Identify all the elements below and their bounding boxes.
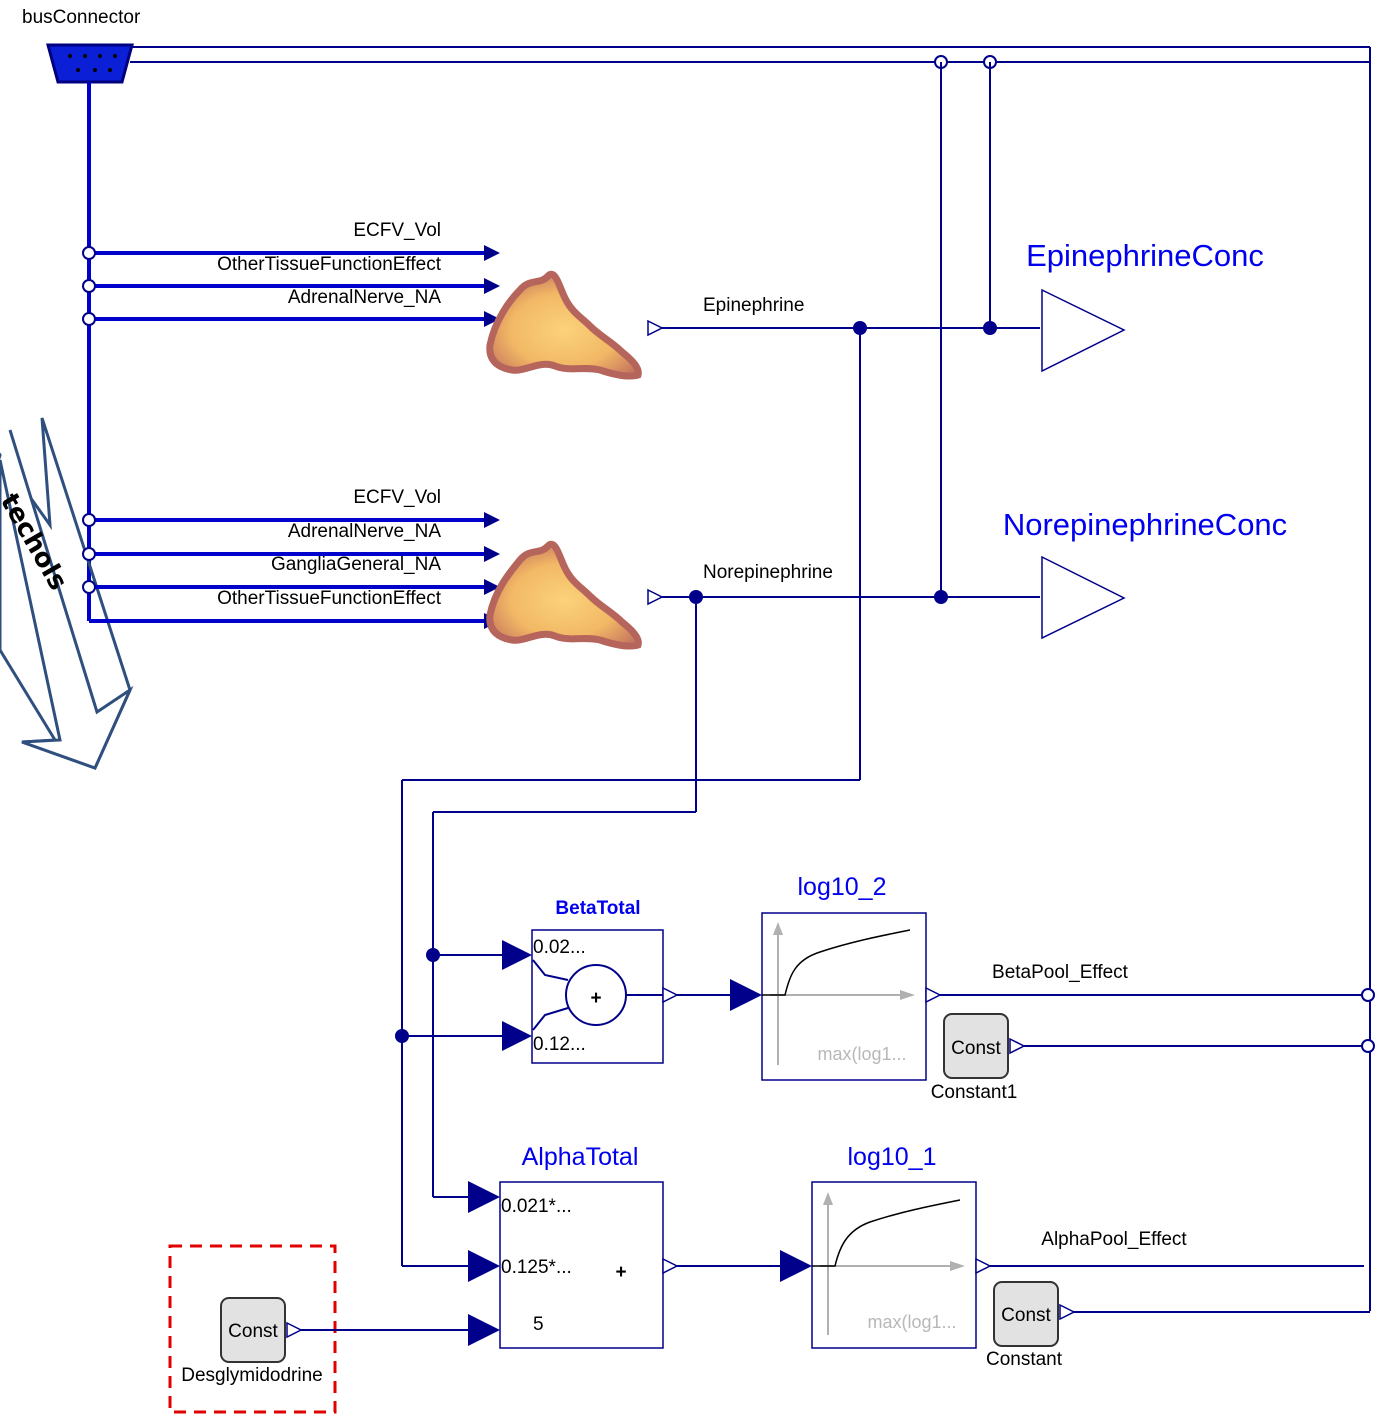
norepinephrine-bus-junction	[934, 590, 948, 604]
alpha-gain-3: 5	[533, 1314, 544, 1335]
beta-pool-label: BetaPool_Effect	[992, 962, 1129, 983]
bus-connector-icon[interactable]	[46, 43, 134, 84]
alpha-pool-wire[interactable]	[975, 1257, 1364, 1275]
log10-2-expr: max(log1...	[817, 1044, 906, 1064]
log10-1-expr: max(log1...	[867, 1312, 956, 1332]
beta-to-log-wire[interactable]	[662, 979, 762, 1011]
alpha-total-title: AlphaTotal	[522, 1143, 639, 1171]
upper-input-label-1: ECFV_Vol	[353, 220, 441, 241]
log10-2-title: log10_2	[798, 873, 887, 901]
beta-total-title: BetaTotal	[555, 898, 640, 919]
alpha-sum-op: +	[615, 1262, 626, 1283]
desglymidodrine-box-label: Const	[228, 1321, 278, 1342]
beta-gain-2: 0.12...	[533, 1034, 586, 1055]
upper-input-label-3: AdrenalNerve_NA	[288, 287, 441, 308]
beta-total-block[interactable]	[502, 929, 664, 1064]
beta-gain-1: 0.02...	[533, 937, 586, 958]
alpha-total-block[interactable]	[468, 1181, 664, 1349]
norepinephrine-wire[interactable]	[433, 62, 1040, 813]
bus-connector-label: busConnector	[22, 7, 141, 28]
constant1-block[interactable]	[943, 1013, 1364, 1079]
beta-epi-junction	[426, 948, 440, 962]
epinephrine-bus-junction	[983, 321, 997, 335]
log10-2-block[interactable]	[761, 912, 927, 1081]
epinephrine-conc-output[interactable]	[1041, 288, 1126, 373]
epinephrine-conc-label: EpinephrineConc	[1026, 238, 1264, 273]
lower-input-label-2: AdrenalNerve_NA	[288, 521, 441, 542]
constant-box-label: Const	[1001, 1305, 1051, 1326]
alpha-pool-label: AlphaPool_Effect	[1041, 1229, 1187, 1250]
beta-sum-op: +	[590, 988, 601, 1009]
beta-pool-bus-node[interactable]	[1361, 988, 1375, 1002]
sum-input-wires[interactable]	[401, 780, 504, 1267]
norepinephrine-conc-label: NorepinephrineConc	[1003, 507, 1287, 542]
constant-block[interactable]	[993, 1281, 1370, 1347]
alpha-gain-1: 0.021*...	[501, 1196, 572, 1217]
constant1-name: Constant1	[931, 1082, 1018, 1103]
log10-1-block[interactable]	[811, 1181, 977, 1349]
constant-name: Constant	[986, 1349, 1063, 1370]
lower-input-label-4: OtherTissueFunctionEffect	[217, 588, 442, 609]
alpha-gain-2: 0.125*...	[501, 1257, 572, 1278]
desglymidodrine-block[interactable]	[220, 1297, 470, 1363]
norepinephrine-label: Norepinephrine	[703, 562, 833, 583]
upper-gland-inputs[interactable]	[82, 245, 500, 327]
beta-pool-wire[interactable]	[925, 986, 1364, 1004]
constant1-bus-node[interactable]	[1361, 1039, 1375, 1053]
side-arrow-callout: techols	[0, 417, 134, 770]
alpha-to-log-wire[interactable]	[662, 1250, 812, 1282]
upper-adrenal-gland-icon[interactable]	[486, 270, 642, 380]
lower-adrenal-gland-icon[interactable]	[486, 540, 642, 650]
norepinephrine-conc-output[interactable]	[1041, 555, 1126, 640]
desglymidodrine-name: Desglymidodrine	[181, 1365, 323, 1386]
constant1-box-label: Const	[951, 1038, 1001, 1059]
epinephrine-junction	[853, 321, 867, 335]
lower-gland-inputs[interactable]	[82, 512, 500, 629]
lower-input-label-1: ECFV_Vol	[353, 487, 441, 508]
bus-wires[interactable]	[87, 46, 1371, 1311]
beta-norepi-junction	[395, 1029, 409, 1043]
epinephrine-label: Epinephrine	[703, 295, 804, 316]
epinephrine-wire[interactable]	[402, 62, 1040, 781]
log10-1-title: log10_1	[848, 1143, 937, 1171]
lower-input-label-3: GangliaGeneral_NA	[271, 554, 441, 575]
norepinephrine-junction	[689, 590, 703, 604]
upper-input-label-2: OtherTissueFunctionEffect	[217, 254, 442, 275]
